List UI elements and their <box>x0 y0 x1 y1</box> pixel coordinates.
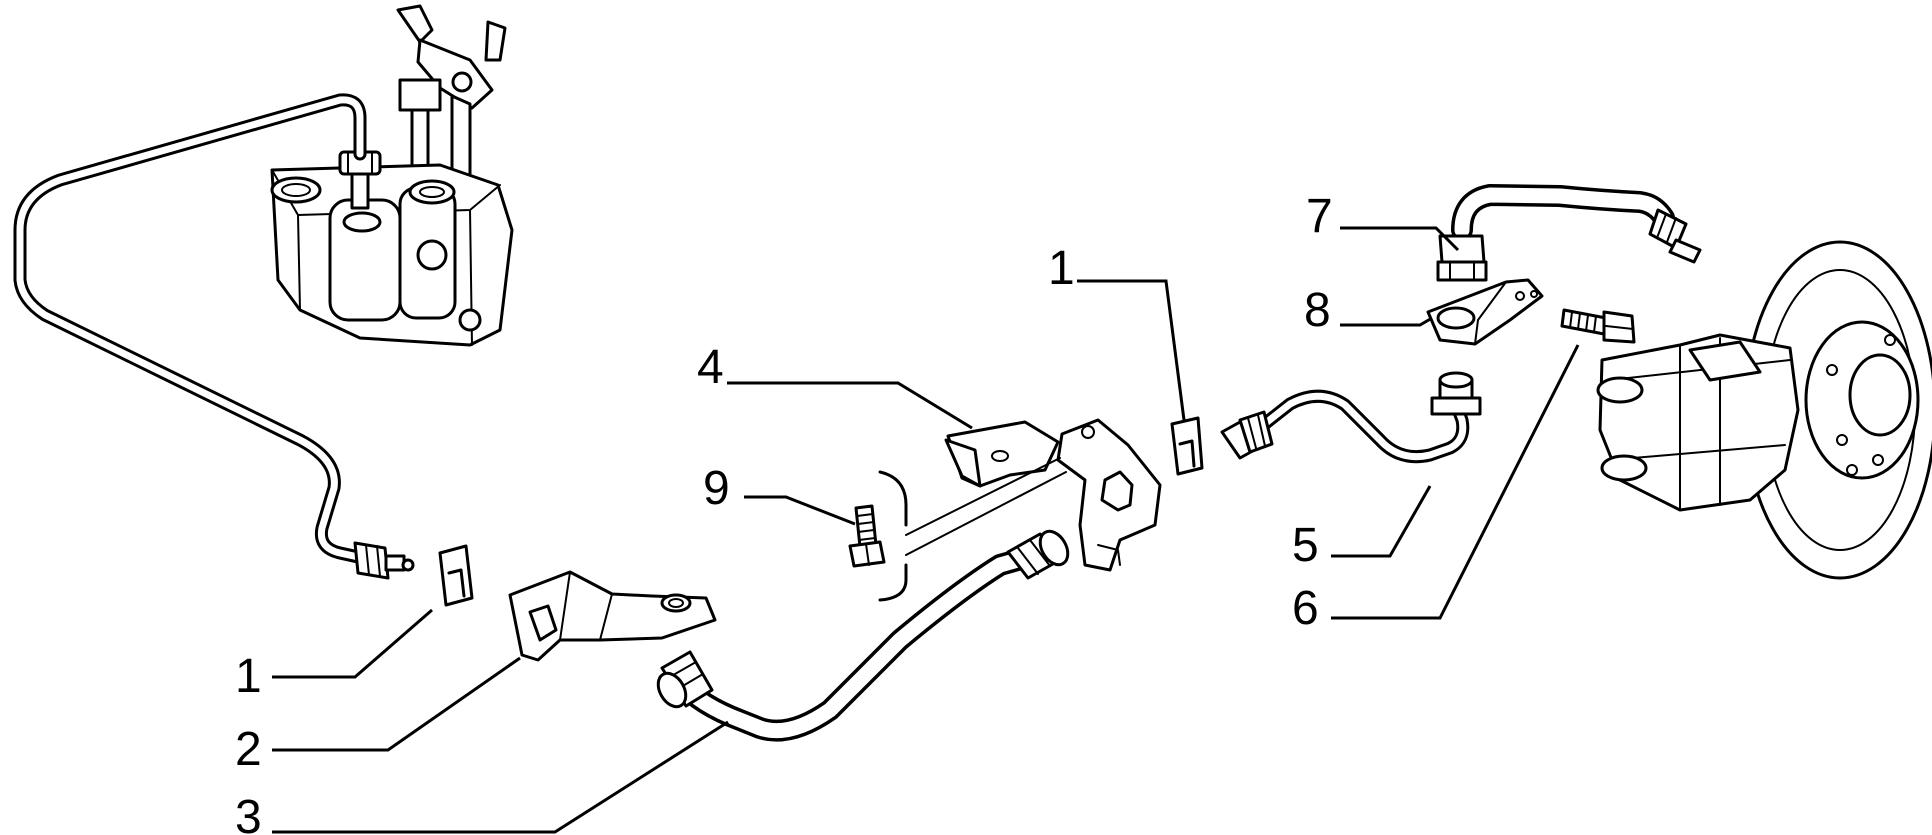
pressure-regulator <box>270 4 514 347</box>
leader-2 <box>272 656 521 752</box>
leader-6 <box>1331 344 1580 620</box>
callout-1-left: 1 <box>235 650 262 703</box>
leader-7 <box>1340 226 1460 252</box>
bracket-8 <box>1426 278 1544 346</box>
callout-1-right: 1 <box>1048 242 1075 295</box>
callout-4: 4 <box>697 341 724 394</box>
rigid-brake-pipe-left <box>13 93 415 580</box>
callout-7: 7 <box>1306 190 1333 243</box>
callout-3: 3 <box>235 791 262 835</box>
leader-3 <box>272 720 729 834</box>
brake-hose-7 <box>1436 184 1702 282</box>
leader-5 <box>1331 485 1432 558</box>
bolt-9 <box>848 504 886 568</box>
bracket-4 <box>944 418 1162 572</box>
clip-1-left <box>438 544 474 607</box>
rigid-pipe-5 <box>1220 371 1482 464</box>
leader-1-right <box>1077 279 1186 421</box>
callout-9: 9 <box>703 462 730 515</box>
bolt-6 <box>1560 308 1636 344</box>
leader-1-left <box>272 608 433 679</box>
leader-4 <box>727 381 973 430</box>
callout-2: 2 <box>235 723 262 776</box>
bracket-2 <box>508 570 717 662</box>
leader-9 <box>744 495 856 526</box>
brake-hose-3 <box>656 529 1070 742</box>
callout-6: 6 <box>1292 582 1319 635</box>
clip-1-right <box>1170 416 1204 476</box>
callout-8: 8 <box>1304 284 1331 337</box>
callout-5: 5 <box>1292 519 1319 572</box>
leader-8 <box>1340 316 1433 327</box>
brake-disc-caliper <box>1596 240 1932 580</box>
